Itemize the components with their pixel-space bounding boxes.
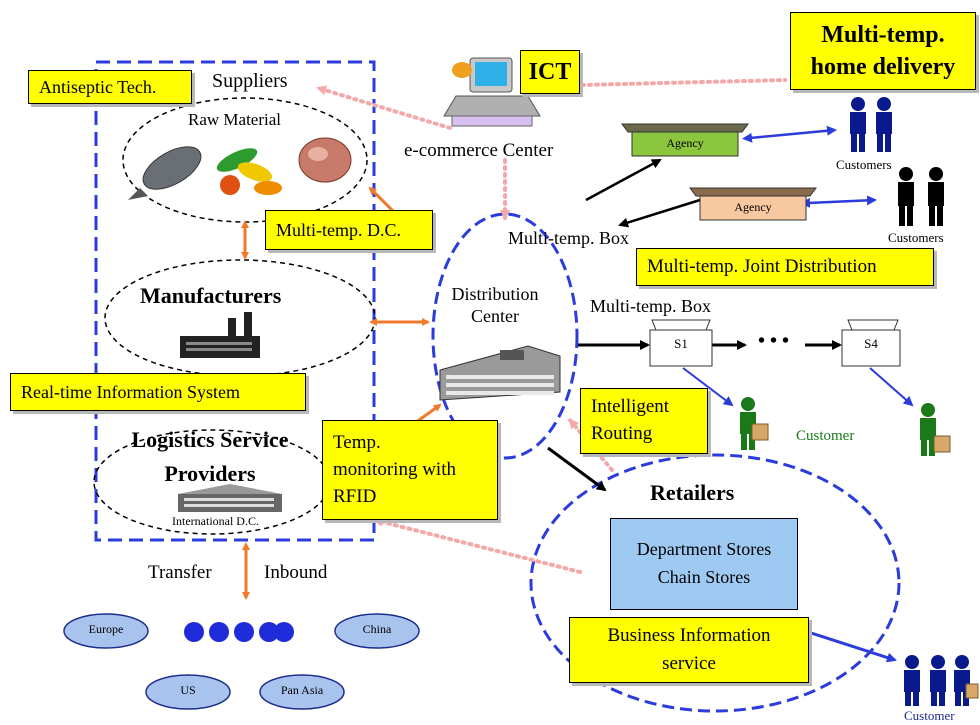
- arrow-agency2-box: [618, 198, 701, 228]
- inbound-label: Inbound: [264, 562, 328, 583]
- antiseptic-tech-label: Antiseptic Tech.: [39, 77, 157, 97]
- multi-temp-box-label-1: Multi-temp. Box: [508, 228, 629, 248]
- region-europe-ellipse: [63, 613, 149, 649]
- region-dots: [184, 622, 294, 642]
- manufacturers-label: Manufacturers: [140, 283, 282, 308]
- region-china-ellipse: [334, 613, 420, 649]
- antiseptic-tech-box: Antiseptic Tech.: [28, 70, 192, 104]
- vegetables-icon: [216, 148, 282, 195]
- joint-distribution-label: Multi-temp. Joint Distribution: [647, 256, 877, 277]
- home-delivery-line2: home delivery: [810, 54, 956, 80]
- agency-2-label: Agency: [734, 200, 772, 214]
- dotted-retail-logistics: [373, 517, 582, 574]
- raw-material-label: Raw Material: [188, 110, 281, 129]
- transfer-label: Transfer: [148, 562, 212, 583]
- temp-monitoring-line2: monitoring with: [333, 459, 456, 480]
- factory-icon: [180, 312, 260, 358]
- manufacturers-ellipse: [104, 259, 376, 377]
- retailers-label: Retailers: [650, 480, 735, 505]
- business-info-line1: Business Information: [607, 625, 771, 646]
- temp-monitoring-line1: Temp.: [333, 432, 381, 453]
- intelligent-routing-box: Intelligent Routing: [580, 388, 708, 454]
- real-time-info-box: Real-time Information System: [10, 373, 306, 411]
- meat-icon: [298, 137, 352, 183]
- chain-stores-label: Chain Stores: [657, 567, 751, 587]
- agency-1-icon: [621, 123, 749, 157]
- ellipsis-dots: • • •: [758, 330, 790, 352]
- department-stores-box: Department Stores Chain Stores: [610, 518, 798, 610]
- distribution-center-building-icon: [439, 345, 561, 401]
- real-time-info-label: Real-time Information System: [21, 382, 240, 402]
- multi-temp-dc-label: Multi-temp. D.C.: [276, 220, 401, 240]
- arrow-box-agency1: [585, 158, 662, 202]
- logistics-label-line2: Providers: [164, 461, 256, 486]
- arrow-retail-customer: [807, 630, 897, 663]
- customers-black-icon: [898, 167, 944, 226]
- fish-icon: [128, 146, 202, 200]
- dotted-ict-suppliers: [316, 85, 452, 130]
- dotted-ict-home: [580, 78, 787, 87]
- multi-temp-dc-box: Multi-temp. D.C.: [265, 210, 433, 250]
- arrow-s4-customer: [869, 367, 914, 407]
- intelligent-routing-line1: Intelligent: [591, 396, 670, 417]
- agency-2-icon: [689, 187, 817, 221]
- customers-navy-icon: [850, 97, 892, 152]
- region-europe-label: Europe: [88, 622, 124, 636]
- ecommerce-center-label: e-commerce Center: [404, 140, 554, 161]
- multi-temp-box-label-2: Multi-temp. Box: [590, 296, 711, 316]
- customer-bottom-label: Customer: [904, 708, 955, 723]
- store-s4-label: S4: [864, 336, 878, 351]
- department-stores-label: Department Stores: [636, 539, 772, 559]
- arrow-s1-customer: [682, 367, 734, 407]
- customer-green-1-icon: [740, 397, 769, 450]
- arrow-dc-retailers: [547, 446, 607, 492]
- temp-monitoring-line3: RFID: [333, 486, 377, 507]
- joint-distribution-box: Multi-temp. Joint Distribution: [636, 248, 934, 286]
- customer-green-2-icon: [920, 403, 951, 456]
- ict-label: ICT: [528, 59, 572, 85]
- region-china-label: China: [362, 622, 392, 636]
- customers-bottom-icon: [904, 655, 979, 706]
- distribution-center-line2: Center: [471, 306, 519, 326]
- distribution-center-ellipse: [431, 212, 579, 460]
- ict-box: ICT: [520, 50, 580, 94]
- supply-side-boundary: [94, 60, 376, 542]
- business-info-box: Business Information service: [569, 617, 809, 683]
- distribution-center-label: Distribution Center: [428, 283, 562, 327]
- distribution-center-line1: Distribution: [451, 284, 539, 304]
- retailers-ellipse: [529, 453, 901, 713]
- store-s1-icon: [649, 319, 713, 367]
- computer-icon: [443, 57, 541, 127]
- agency-1-label: Agency: [666, 136, 704, 150]
- store-s1-label: S1: [674, 336, 688, 351]
- international-dc-building-icon: [178, 484, 282, 512]
- business-info-line2: service: [662, 653, 716, 674]
- home-delivery-box: Multi-temp. home delivery: [790, 12, 976, 90]
- store-s4-icon: [841, 319, 901, 367]
- dotted-routing-distribution: [568, 418, 614, 472]
- suppliers-label: Suppliers: [212, 70, 288, 92]
- arrow-agency2-customers: [800, 195, 877, 208]
- region-us-ellipse: [145, 674, 231, 710]
- logistics-label-line1: Logistics Service: [131, 427, 289, 452]
- region-us-label: US: [180, 683, 196, 697]
- arrow-agency1-customers: [742, 125, 837, 143]
- international-dc-label: International D.C.: [172, 514, 259, 528]
- logistics-label: Logistics Service Providers: [110, 423, 310, 491]
- home-delivery-line1: Multi-temp.: [821, 22, 945, 48]
- customers-label-2: Customers: [888, 230, 944, 245]
- region-pan-asia-label: Pan Asia: [280, 683, 324, 697]
- intelligent-routing-line2: Routing: [591, 423, 653, 444]
- temp-monitoring-box: Temp. monitoring with RFID: [322, 420, 498, 520]
- region-pan-asia-ellipse: [259, 674, 345, 710]
- customer-green-label: Customer: [796, 428, 855, 444]
- customers-label-1: Customers: [836, 157, 892, 172]
